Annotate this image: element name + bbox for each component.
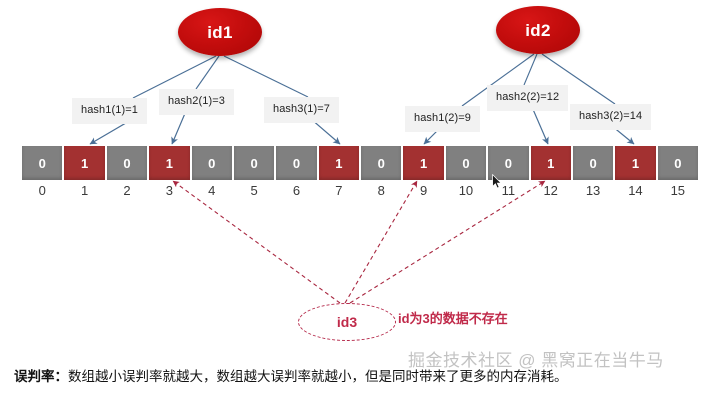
hash-label-hash3-id2: hash3(2)=14 [570, 104, 652, 130]
bit-index-label-7: 7 [335, 183, 343, 198]
node-id3-label: id3 [336, 314, 358, 330]
node-id1: id1 [178, 8, 262, 56]
bit-index-label-1: 1 [80, 183, 89, 198]
node-id3: id3 [298, 303, 396, 341]
bit-cell-8: 0 [361, 146, 402, 180]
caption-term: 误判率： [14, 369, 68, 384]
bit-index-label-14: 14 [628, 183, 643, 198]
bit-index-label-13: 13 [585, 183, 601, 198]
bit-cell-14: 1 [615, 146, 656, 180]
id1-to-hash3-line [223, 55, 309, 98]
bit-cell-6: 0 [276, 146, 317, 180]
bit-index-label-4: 4 [208, 183, 216, 198]
bit-cell-7: 1 [318, 146, 359, 180]
hash-label-hash3-id1: hash3(1)=7 [264, 97, 339, 123]
bit-cell-13: 0 [572, 146, 614, 180]
bit-index-label-12: 12 [543, 183, 558, 198]
bit-index-label-6: 6 [292, 183, 301, 198]
bit-cell-15: 0 [657, 146, 698, 180]
bit-index-label-5: 5 [250, 183, 258, 198]
hash2-1-to-cell3-arrow [171, 110, 187, 145]
node-id1-label: id1 [207, 22, 233, 42]
bit-cell-0: 0 [22, 146, 63, 180]
bit-cell-1: 1 [64, 146, 105, 180]
bit-index-label-10: 10 [458, 183, 474, 198]
hash-label-hash2-id1: hash2(1)=3 [159, 89, 234, 115]
hash2-2-to-cell12-arrow [531, 106, 549, 145]
node-id2-label: id2 [525, 20, 551, 40]
bit-cell-3: 1 [149, 146, 190, 180]
bit-cell-9: 1 [403, 146, 444, 180]
hash-label-hash1-id1: hash1(1)=1 [72, 98, 147, 124]
bit-index-label-8: 8 [377, 183, 385, 198]
bit-index-label-11: 11 [501, 183, 516, 198]
caption: 误判率：数组越小误判率就越大，数组越大误判率就越小，但是同时带来了更多的内存消耗… [14, 369, 714, 386]
bit-cell-4: 0 [191, 146, 232, 180]
bit-cell-5: 0 [233, 146, 275, 180]
hash-label-hash2-id2: hash2(2)=12 [487, 85, 569, 111]
node-id2: id2 [496, 6, 580, 54]
bit-cell-2: 0 [106, 146, 148, 180]
bit-cell-12: 1 [530, 146, 571, 180]
bit-cell-10: 0 [445, 146, 487, 180]
hash-label-hash1-id2: hash1(2)=9 [405, 106, 480, 132]
caption-text: 数组越小误判率就越大，数组越大误判率就越小，但是同时带来了更多的内存消耗。 [68, 369, 568, 384]
bit-index-label-2: 2 [123, 183, 131, 198]
bit-index-label-0: 0 [38, 183, 46, 198]
watermark: 掘金技术社区 @ 黑窝正在当牛马 [408, 351, 664, 370]
bit-cell-11: 0 [488, 146, 529, 180]
bit-index-label-15: 15 [670, 183, 686, 198]
id2-to-hash2-line [523, 53, 538, 86]
query-result-note: id为3的数据不存在 [398, 311, 508, 326]
bit-index-label-9: 9 [419, 183, 428, 198]
bit-index-label-3: 3 [165, 183, 173, 198]
id1-to-hash2-line [195, 55, 220, 90]
